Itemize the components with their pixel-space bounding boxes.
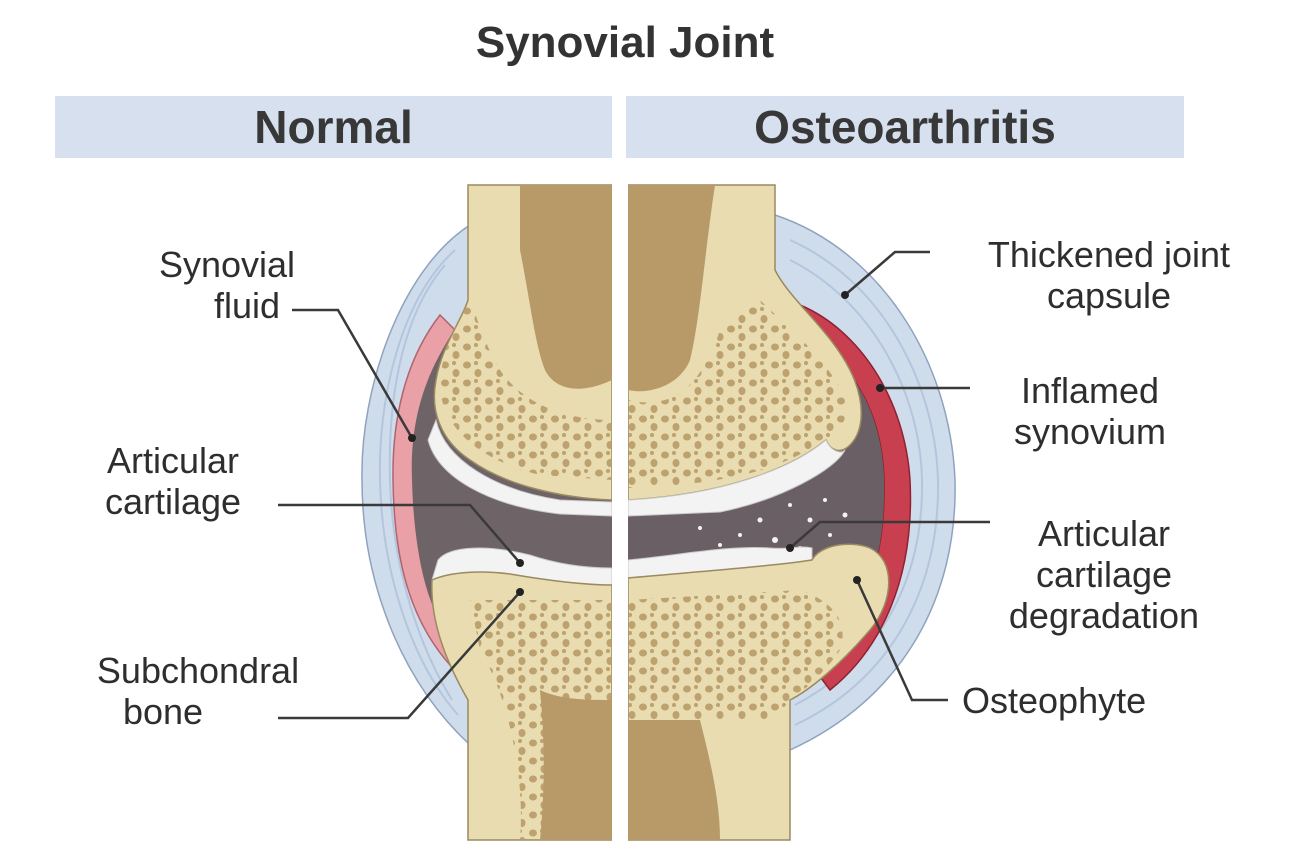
label-cartilage-degradation-line1: Articular	[1037, 513, 1171, 554]
leader-lines	[278, 250, 990, 720]
label-synovial-fluid-line1: Synovial	[158, 244, 296, 285]
articular-cartilage-upper	[427, 418, 612, 517]
label-articular-cartilage-line2: cartilage	[104, 481, 242, 522]
panel-header-osteoarthritis: Osteoarthritis	[626, 96, 1184, 158]
panel-header-normal: Normal	[55, 96, 612, 158]
label-subchondral-bone-line1: Subchondral	[96, 650, 300, 691]
label-osteophyte-line1: Osteophyte	[962, 680, 1147, 721]
label-thickened-capsule: Thickened joint capsule	[944, 234, 1274, 316]
label-thickened-capsule-line2: capsule	[1046, 275, 1172, 316]
label-cartilage-degradation: Articular cartilage degradation	[974, 513, 1234, 636]
label-articular-cartilage: Articular cartilage	[78, 440, 268, 522]
label-thickened-capsule-line1: Thickened joint	[987, 234, 1231, 275]
label-cartilage-degradation-line3: degradation	[1008, 595, 1200, 636]
label-inflamed-synovium: Inflamed synovium	[990, 370, 1190, 452]
leader-dots	[408, 291, 884, 596]
label-synovial-fluid: Synovial fluid	[138, 244, 316, 326]
osteoarthritis-joint	[628, 184, 956, 841]
label-subchondral-bone-line2: bone	[122, 691, 204, 732]
label-inflamed-synovium-line1: Inflamed	[1020, 370, 1160, 411]
label-articular-cartilage-line1: Articular	[106, 440, 240, 481]
diagram-title: Synovial Joint	[475, 18, 775, 67]
label-inflamed-synovium-line2: synovium	[1013, 411, 1167, 452]
label-osteophyte: Osteophyte	[962, 680, 1222, 721]
label-subchondral-bone: Subchondral bone	[62, 650, 334, 732]
label-synovial-fluid-line2: fluid	[213, 285, 281, 326]
label-cartilage-degradation-line2: cartilage	[1035, 554, 1173, 595]
normal-joint	[361, 184, 612, 841]
